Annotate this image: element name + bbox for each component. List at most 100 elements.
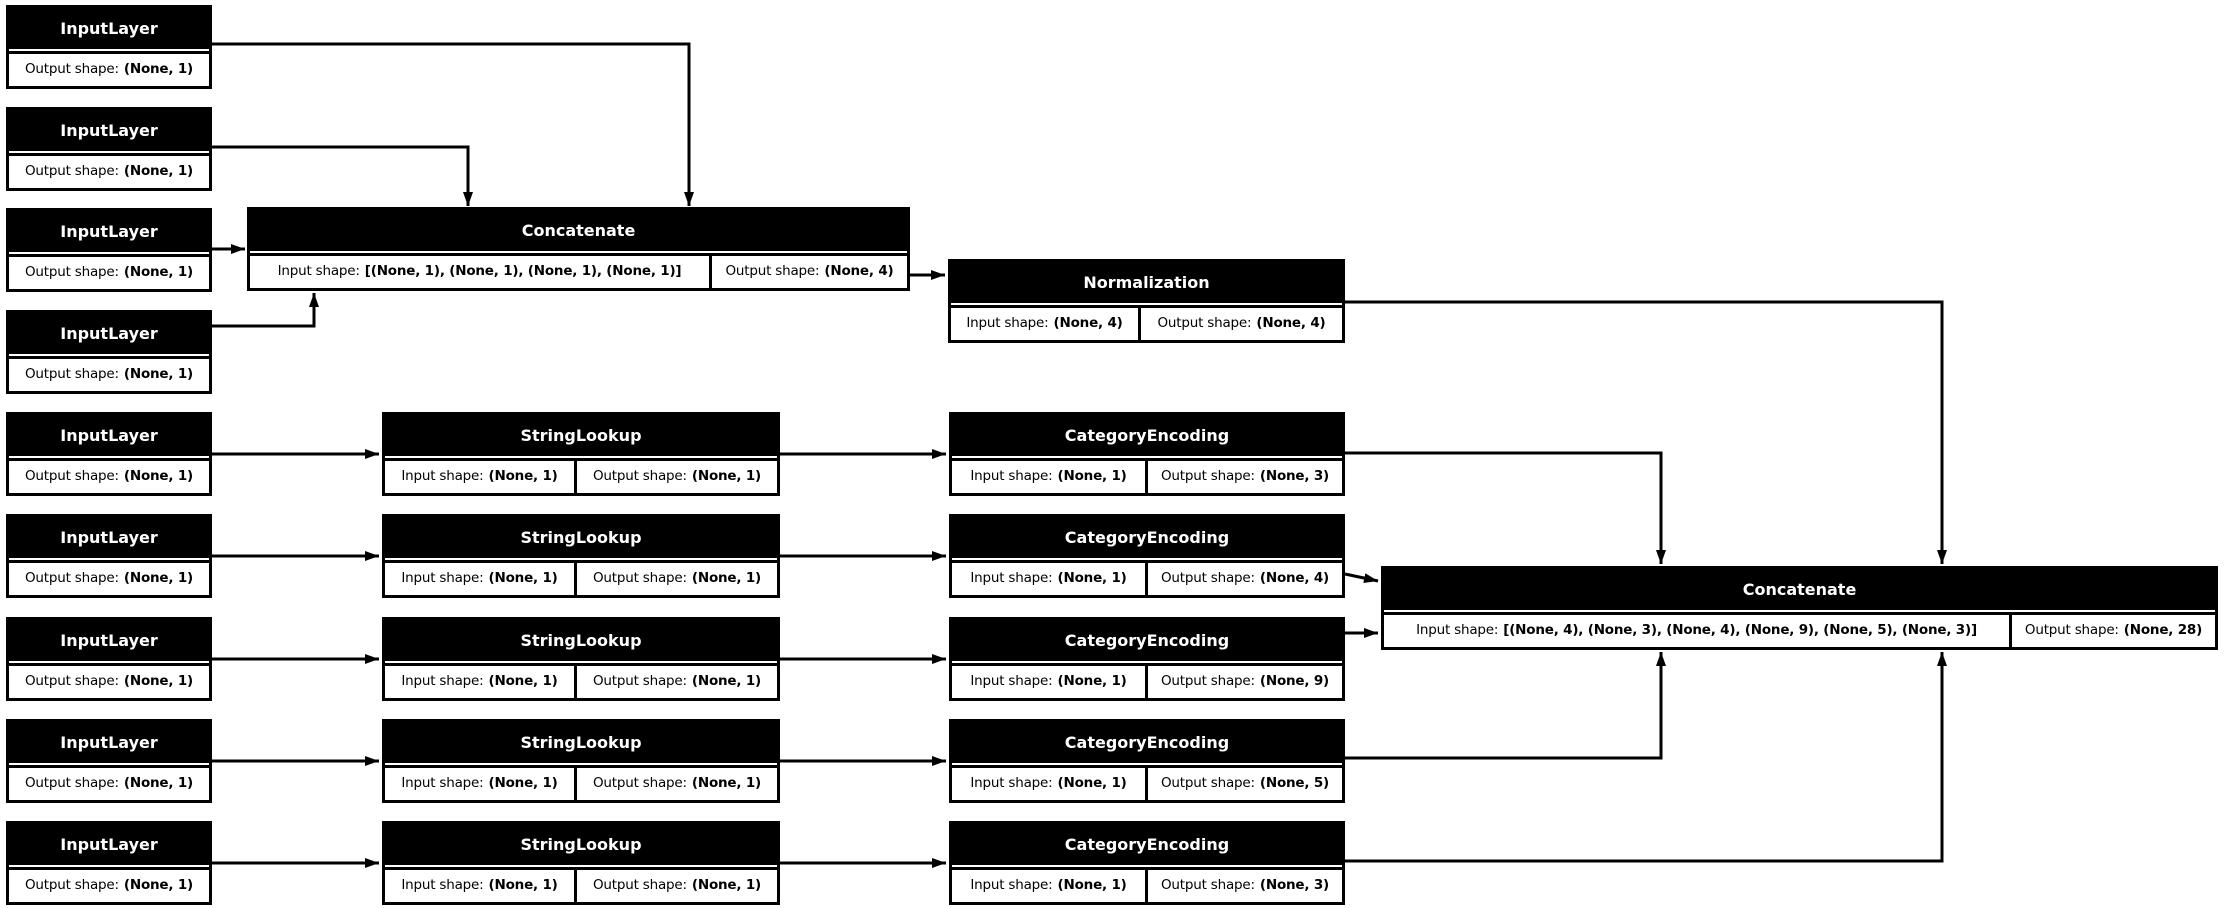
node-title: CategoryEncoding xyxy=(952,722,1342,763)
output-shape-value: (None, 1) xyxy=(123,570,193,586)
input-shape-cell: Input shape:(None, 1) xyxy=(952,867,1148,902)
output-shape-value: (None, 1) xyxy=(691,877,761,893)
input-shape-value: (None, 1) xyxy=(1057,570,1127,586)
input-shape-label: Input shape: xyxy=(401,673,484,689)
input-shape-cell: Input shape:(None, 1) xyxy=(385,458,577,493)
output-shape-cell: Output shape:(None, 1) xyxy=(9,356,209,391)
node-title: Normalization xyxy=(951,262,1342,303)
output-shape-label: Output shape: xyxy=(1161,673,1255,689)
node-title: InputLayer xyxy=(9,110,209,151)
node-title: InputLayer xyxy=(9,8,209,49)
node-category-encoding-row-4: CategoryEncoding Input shape:(None, 1) O… xyxy=(949,719,1345,803)
input-shape-value: (None, 1) xyxy=(488,468,558,484)
output-shape-cell: Output shape:(None, 1) xyxy=(9,51,209,86)
output-shape-cell: Output shape:(None, 1) xyxy=(577,663,777,698)
node-concatenate-features: Concatenate Input shape:[(None, 1), (Non… xyxy=(247,207,910,291)
output-shape-cell: Output shape:(None, 1) xyxy=(577,765,777,800)
output-shape-value: (None, 1) xyxy=(123,264,193,280)
output-shape-label: Output shape: xyxy=(2024,622,2119,638)
output-shape-label: Output shape: xyxy=(1161,570,1255,586)
edge-input-layer-top-1-to-concatenate-features xyxy=(212,42,694,206)
node-title: InputLayer xyxy=(9,415,209,456)
node-title: StringLookup xyxy=(385,415,777,456)
output-shape-cell: Output shape:(None, 4) xyxy=(712,253,907,288)
node-title: InputLayer xyxy=(9,211,209,252)
node-title: InputLayer xyxy=(9,620,209,661)
output-shape-label: Output shape: xyxy=(25,61,119,77)
node-title: Concatenate xyxy=(250,210,907,251)
input-shape-cell: Input shape:[(None, 1), (None, 1), (None… xyxy=(250,253,712,288)
node-category-encoding-row-3: CategoryEncoding Input shape:(None, 1) O… xyxy=(949,617,1345,701)
input-shape-label: Input shape: xyxy=(1416,622,1499,638)
input-shape-cell: Input shape:(None, 1) xyxy=(385,765,577,800)
output-shape-cell: Output shape:(None, 1) xyxy=(577,867,777,902)
output-shape-label: Output shape: xyxy=(25,264,119,280)
output-shape-value: (None, 1) xyxy=(691,468,761,484)
node-input-layer-top-3: InputLayer Output shape:(None, 1) xyxy=(6,208,212,292)
output-shape-value: (None, 1) xyxy=(123,61,193,77)
output-shape-cell: Output shape:(None, 9) xyxy=(1148,663,1342,698)
output-shape-value: (None, 5) xyxy=(1259,775,1329,791)
output-shape-label: Output shape: xyxy=(593,877,687,893)
input-shape-value: (None, 1) xyxy=(1057,673,1127,689)
node-title: InputLayer xyxy=(9,313,209,354)
input-shape-cell: Input shape:(None, 1) xyxy=(952,560,1148,595)
input-shape-label: Input shape: xyxy=(970,468,1053,484)
node-input-layer-row-5: InputLayer Output shape:(None, 1) xyxy=(6,821,212,905)
output-shape-value: (None, 1) xyxy=(691,775,761,791)
input-shape-label: Input shape: xyxy=(401,570,484,586)
node-input-layer-row-1: InputLayer Output shape:(None, 1) xyxy=(6,412,212,496)
output-shape-value: (None, 4) xyxy=(824,263,894,279)
input-shape-value: (None, 1) xyxy=(1057,775,1127,791)
input-shape-label: Input shape: xyxy=(966,315,1049,331)
node-title: StringLookup xyxy=(385,722,777,763)
output-shape-value: (None, 28) xyxy=(2123,622,2203,638)
node-title: CategoryEncoding xyxy=(952,620,1342,661)
input-shape-cell: Input shape:(None, 1) xyxy=(952,765,1148,800)
node-string-lookup-row-5: StringLookup Input shape:(None, 1) Outpu… xyxy=(382,821,780,905)
node-title: InputLayer xyxy=(9,824,209,865)
edge-category-encoding-row-1-to-concatenate-all xyxy=(1345,451,1666,564)
output-shape-label: Output shape: xyxy=(25,468,119,484)
output-shape-label: Output shape: xyxy=(25,163,119,179)
node-input-layer-top-2: InputLayer Output shape:(None, 1) xyxy=(6,107,212,191)
output-shape-label: Output shape: xyxy=(593,673,687,689)
output-shape-value: (None, 1) xyxy=(691,673,761,689)
input-shape-label: Input shape: xyxy=(970,673,1053,689)
output-shape-cell: Output shape:(None, 1) xyxy=(9,867,209,902)
input-shape-label: Input shape: xyxy=(970,775,1053,791)
node-title: StringLookup xyxy=(385,517,777,558)
output-shape-value: (None, 3) xyxy=(1259,877,1329,893)
input-shape-cell: Input shape:(None, 1) xyxy=(952,458,1148,493)
input-shape-label: Input shape: xyxy=(970,877,1053,893)
node-normalization: Normalization Input shape:(None, 4) Outp… xyxy=(948,259,1345,343)
output-shape-cell: Output shape:(None, 1) xyxy=(9,560,209,595)
edge-input-layer-top-4-to-concatenate-features xyxy=(212,293,319,328)
output-shape-cell: Output shape:(None, 4) xyxy=(1141,305,1342,340)
node-title: CategoryEncoding xyxy=(952,824,1342,865)
node-input-layer-row-3: InputLayer Output shape:(None, 1) xyxy=(6,617,212,701)
input-shape-value: [(None, 4), (None, 3), (None, 4), (None,… xyxy=(1503,622,1977,638)
output-shape-cell: Output shape:(None, 1) xyxy=(577,560,777,595)
edge-category-encoding-row-4-to-concatenate-all xyxy=(1345,652,1666,760)
output-shape-label: Output shape: xyxy=(1157,315,1252,331)
node-string-lookup-row-3: StringLookup Input shape:(None, 1) Outpu… xyxy=(382,617,780,701)
output-shape-label: Output shape: xyxy=(725,263,820,279)
node-title: CategoryEncoding xyxy=(952,415,1342,456)
node-input-layer-row-2: InputLayer Output shape:(None, 1) xyxy=(6,514,212,598)
node-category-encoding-row-1: CategoryEncoding Input shape:(None, 1) O… xyxy=(949,412,1345,496)
output-shape-value: (None, 1) xyxy=(123,673,193,689)
input-shape-label: Input shape: xyxy=(401,775,484,791)
output-shape-label: Output shape: xyxy=(25,673,119,689)
output-shape-value: (None, 3) xyxy=(1259,468,1329,484)
output-shape-cell: Output shape:(None, 4) xyxy=(1148,560,1342,595)
node-title: StringLookup xyxy=(385,824,777,865)
output-shape-value: (None, 4) xyxy=(1259,570,1329,586)
node-title: InputLayer xyxy=(9,722,209,763)
node-string-lookup-row-4: StringLookup Input shape:(None, 1) Outpu… xyxy=(382,719,780,803)
input-shape-cell: Input shape:(None, 4) xyxy=(951,305,1141,340)
output-shape-cell: Output shape:(None, 3) xyxy=(1148,458,1342,493)
edge-normalization-to-concatenate-all xyxy=(1345,300,1947,564)
node-concatenate-all: Concatenate Input shape:[(None, 4), (Non… xyxy=(1381,566,2218,650)
